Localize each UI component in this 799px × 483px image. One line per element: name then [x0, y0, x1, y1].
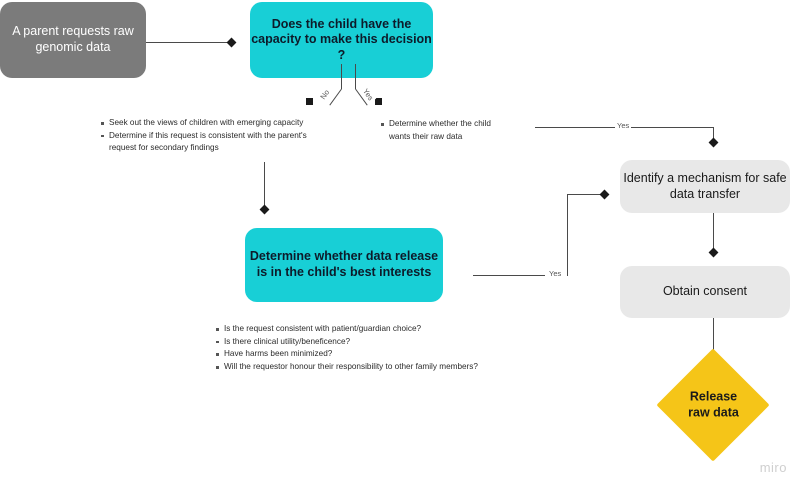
- bullet-list-yes-branch: Determine whether the child wants their …: [380, 118, 530, 143]
- connector-consent-to-release: [713, 318, 714, 356]
- list-item: Seek out the views of children with emer…: [100, 117, 390, 130]
- node-best-interests-label: Determine whether data release is in the…: [249, 249, 439, 279]
- node-obtain-consent-label: Obtain consent: [662, 284, 748, 299]
- connector-no-branch-down: [264, 162, 265, 210]
- connector-start-to-decision: [146, 42, 232, 43]
- list-item: Is the request consistent with patient/g…: [215, 323, 545, 336]
- miro-watermark: miro: [759, 460, 787, 475]
- bullet-list-no-branch: Seek out the views of children with emer…: [100, 117, 390, 155]
- edge-label-yes-branch: Yes: [359, 85, 377, 104]
- node-safe-data-transfer[interactable]: Identify a mechanism for safe data trans…: [620, 160, 790, 213]
- marker-diamond-safe-transfer-left-in: [599, 189, 610, 200]
- connector-yes-mid-horizontal-2: [567, 194, 605, 195]
- node-decision-label: Does the child have the capacity to make…: [251, 16, 432, 62]
- marker-square-yes: [375, 98, 382, 105]
- connector-yes-vertical: [355, 64, 356, 89]
- node-obtain-consent[interactable]: Obtain consent: [620, 266, 790, 318]
- connector-transfer-to-consent: [713, 213, 714, 253]
- marker-square-no: [306, 98, 313, 105]
- node-best-interests[interactable]: Determine whether data release is in the…: [245, 228, 443, 302]
- marker-diamond-best-interests-in: [259, 204, 270, 215]
- node-safe-data-transfer-label: Identify a mechanism for safe data trans…: [623, 170, 787, 201]
- list-item: Determine whether the child wants their …: [380, 118, 530, 143]
- connector-yes-top-vertical: [713, 127, 714, 143]
- node-start-parent-request[interactable]: A parent requests raw genomic data: [0, 2, 146, 78]
- list-item: Is there clinical utility/beneficence?: [215, 336, 545, 349]
- connector-yes-mid-vertical: [567, 194, 568, 276]
- node-decision-capacity[interactable]: Does the child have the capacity to make…: [250, 2, 433, 78]
- list-item: Determine if this request is consistent …: [100, 130, 390, 155]
- marker-diamond-decision-in: [226, 37, 237, 48]
- node-release-raw-data[interactable]: Release raw data: [656, 348, 770, 462]
- edge-label-yes-mid: Yes: [547, 269, 564, 278]
- edge-label-yes-top: Yes: [615, 121, 632, 130]
- node-release-raw-data-label: Release raw data: [687, 389, 739, 419]
- connector-no-vertical: [341, 64, 342, 89]
- edge-label-no: No: [317, 86, 333, 103]
- marker-diamond-consent-in: [708, 247, 719, 258]
- list-item: Will the requestor honour their responsi…: [215, 361, 545, 374]
- list-item: Have harms been minimized?: [215, 348, 545, 361]
- bullet-list-best-interests-criteria: Is the request consistent with patient/g…: [215, 323, 545, 374]
- connector-yes-mid-horizontal: [473, 275, 545, 276]
- node-start-label: A parent requests raw genomic data: [12, 24, 134, 54]
- marker-diamond-safe-transfer-top-in: [708, 137, 719, 148]
